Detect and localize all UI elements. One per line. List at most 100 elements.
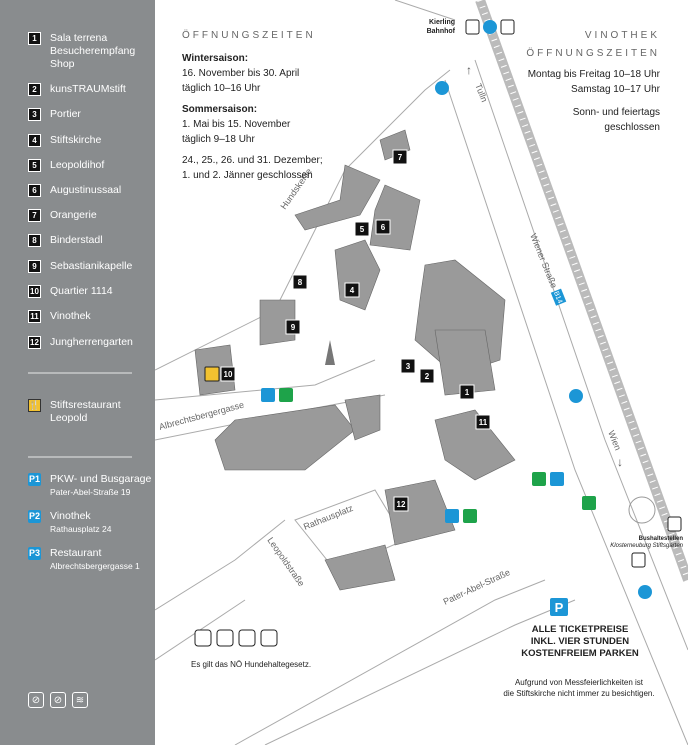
legend-label: Stiftsrestaurant <box>50 399 121 411</box>
legend-label: Augustinussaal <box>50 184 122 196</box>
vinothek-weekdays: Montag bis Freitag 10–18 Uhr <box>527 69 660 80</box>
legend-label: Quartier 1114 <box>50 285 113 297</box>
b14-label: B14 <box>552 290 563 304</box>
legend-label: kunsTRAUMstift <box>50 83 126 95</box>
marker-8[interactable] <box>292 274 308 290</box>
vinothek-title: VINOTHEK <box>584 30 660 41</box>
ev-parking-icon[interactable] <box>582 496 596 510</box>
b14-badge <box>550 288 567 306</box>
bus-stop-icon <box>465 19 480 35</box>
parking-p1-icon[interactable] <box>550 472 564 486</box>
marker-2[interactable] <box>419 368 435 384</box>
arrow-up-icon: ↑ <box>466 63 472 77</box>
facility-icons: ⊘ ⊘ ≋ <box>28 692 88 708</box>
vinothek-sunday: Sonn- und feiertags <box>572 107 660 118</box>
legend-label: Portier <box>50 108 81 120</box>
parking-p3-icon[interactable] <box>261 388 275 402</box>
marker-label: 2 <box>425 372 430 381</box>
dog-leash-icon <box>194 629 212 647</box>
marker-badge: 3 <box>28 108 41 121</box>
marker-9[interactable] <box>285 319 301 335</box>
marker-12[interactable] <box>393 496 409 512</box>
legend-item-8[interactable]: 8 Binderstadl <box>28 234 103 247</box>
street-leopoldstrasse: Leopoldstraße <box>265 535 306 588</box>
legend-label: Sala terrena <box>50 32 108 44</box>
legend-address: Pater-Abel-Straße 19 <box>50 487 131 497</box>
marker-badge: 1 <box>28 32 41 45</box>
marker-badge: 4 <box>28 134 41 147</box>
church-note-line: Aufgrund von Messfeierlichkeiten ist <box>514 678 644 687</box>
marker-badge: 11 <box>28 310 41 323</box>
marker-label: 12 <box>397 500 406 509</box>
divider <box>28 456 132 458</box>
closed-days-2: 1. und 2. Jänner geschlossen <box>182 170 313 181</box>
railway-ties <box>477 0 688 582</box>
bus-stop-label: Bushaltestellen Klosterneuburg Stiftsgar… <box>610 536 683 549</box>
restaurant-icon[interactable] <box>204 366 220 382</box>
ev-parking-icon[interactable] <box>463 509 477 523</box>
parking-note-line: INKL. VIER STUNDEN <box>530 636 630 647</box>
marker-label: 3 <box>406 362 411 371</box>
bike-path-icon <box>569 389 583 403</box>
marker-1[interactable] <box>459 384 475 400</box>
marker-3[interactable] <box>400 358 416 374</box>
opening-title: ÖFFNUNGSZEITEN <box>182 30 316 41</box>
bike-icons <box>435 81 652 599</box>
marker-10[interactable] <box>220 366 236 382</box>
ev-parking-icon[interactable] <box>279 388 293 402</box>
bike-path-icon <box>638 585 652 599</box>
winter-dates: 16. November bis 30. April <box>182 68 300 79</box>
legend-item-3[interactable]: 3 Portier <box>28 108 81 121</box>
marker-label: 1 <box>465 388 470 397</box>
parking-icon: P3 <box>28 547 41 560</box>
s-bahn-icon <box>483 20 497 34</box>
marker-badge: 9 <box>28 260 41 273</box>
closed-days-1: 24., 25., 26. und 31. Dezember; <box>182 155 323 166</box>
divider <box>28 372 132 374</box>
marker-7[interactable] <box>392 149 408 165</box>
site-map[interactable]: Hundskehle Albrechtsbergergasse Rathausp… <box>155 0 688 745</box>
parking-markers <box>204 366 596 523</box>
legend-item-9[interactable]: 9 Sebastianikapelle <box>28 260 132 273</box>
marker-label: 9 <box>291 323 296 332</box>
marker-badge: 8 <box>28 234 41 247</box>
marker-6[interactable] <box>375 219 391 235</box>
station-line1: Kierling <box>429 19 455 26</box>
marker-label: 7 <box>398 153 403 162</box>
legend-label: Binderstadl <box>50 234 103 246</box>
no-fire-icon: ⊘ <box>28 692 44 708</box>
station-label: Kierling Bahnhof <box>427 19 456 35</box>
winter-hours: täglich 10–16 Uhr <box>182 83 261 94</box>
legend-label: Sebastianikapelle <box>50 260 133 272</box>
monument-icon <box>325 340 335 365</box>
dog-waste-icon <box>216 629 234 647</box>
legend-label: PKW- und Busgarage <box>50 473 152 485</box>
dog-law-note: Es gilt das NÖ Hundehaltegesetz. <box>191 660 312 669</box>
marker-11[interactable] <box>475 414 491 430</box>
marker-4[interactable] <box>344 282 360 298</box>
parking-p2-icon[interactable] <box>445 509 459 523</box>
legend-address: Albrechtsbergergasse 1 <box>50 561 140 571</box>
ev-parking-icon[interactable] <box>532 472 546 486</box>
marker-label: 11 <box>479 418 488 427</box>
church-note: Aufgrund von Messfeierlichkeiten ist die… <box>470 677 688 699</box>
legend-label: Besucherempfang <box>50 45 136 57</box>
parking-note-line: ALLE TICKETPREISE <box>531 624 629 635</box>
marker-5[interactable] <box>354 221 370 237</box>
parking-icon: P1 <box>28 473 41 486</box>
legend-label: Leopold <box>50 412 88 424</box>
wifi-icon: ≋ <box>72 692 88 708</box>
